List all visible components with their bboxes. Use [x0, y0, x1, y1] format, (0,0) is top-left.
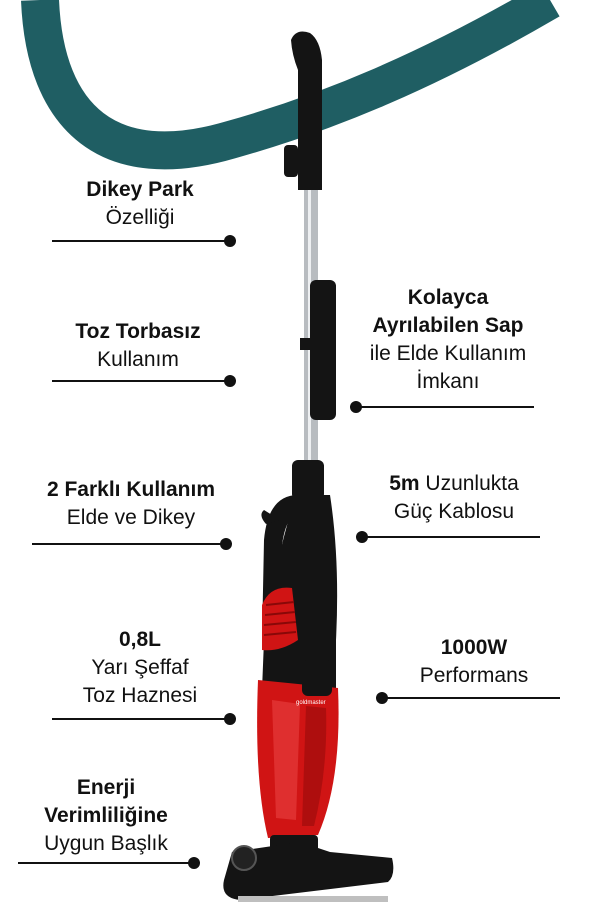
feature-kolayca-ayrilabilen-sap: Kolayca Ayrılabilen Sap ile Elde Kullanı…	[348, 284, 548, 396]
feature-guc-kablosu: 5m Uzunlukta Güç Kablosu	[354, 470, 554, 526]
feature-subtitle: Elde ve Dikey	[66, 506, 196, 529]
feature-title: Verimliliğine	[44, 804, 168, 827]
feature-title: Toz Torbasız	[75, 320, 201, 343]
feature-subtitle: Performans	[419, 664, 529, 687]
feature-title: 1000W	[440, 636, 508, 659]
callout-line	[52, 240, 230, 242]
callout-line	[382, 697, 560, 699]
feature-toz-torbasiz: Toz Torbasız Kullanım	[38, 318, 238, 374]
callout-line	[32, 543, 226, 545]
feature-subtitle: Uygun Başlık	[44, 832, 168, 855]
feature-line: İmkanı	[416, 370, 480, 393]
feature-title: Kolayca	[407, 286, 489, 309]
feature-subtitle: Kullanım	[97, 348, 179, 371]
feature-line: ile Elde Kullanım	[369, 342, 527, 365]
callout-line	[356, 406, 534, 408]
feature-title: 2 Farklı Kullanım	[46, 478, 216, 501]
feature-performans: 1000W Performans	[374, 634, 574, 690]
feature-subtitle: Özelliği	[105, 206, 175, 229]
feature-line: Toz Haznesi	[82, 684, 198, 707]
feature-toz-haznesi: 0,8L Yarı Şeffaf Toz Haznesi	[40, 626, 240, 710]
callout-dot	[224, 713, 236, 725]
callout-dot	[224, 375, 236, 387]
feature-enerji-verimliligi: Enerji Verimliliğine Uygun Başlık	[6, 774, 206, 858]
feature-title: Dikey Park	[86, 178, 194, 201]
callout-line	[52, 380, 230, 382]
brand-label: goldmaster	[296, 700, 326, 706]
feature-dikey-park: Dikey Park Özelliği	[40, 176, 240, 232]
feature-title: 0,8L	[118, 628, 162, 651]
feature-title: Enerji	[76, 776, 136, 799]
feature-line: Yarı Şeffaf	[91, 656, 189, 679]
feature-subtitle: Güç Kablosu	[393, 500, 515, 523]
feature-iki-farkli-kullanim: 2 Farklı Kullanım Elde ve Dikey	[20, 476, 242, 532]
feature-title: 5m	[389, 472, 420, 495]
callout-line	[18, 862, 194, 864]
callout-dot	[220, 538, 232, 550]
feature-title: Ayrılabilen Sap	[372, 314, 524, 337]
callout-line	[362, 536, 540, 538]
callout-dot	[188, 857, 200, 869]
callout-dot	[224, 235, 236, 247]
feature-title-rest: Uzunlukta	[419, 472, 519, 495]
callout-line	[52, 718, 230, 720]
